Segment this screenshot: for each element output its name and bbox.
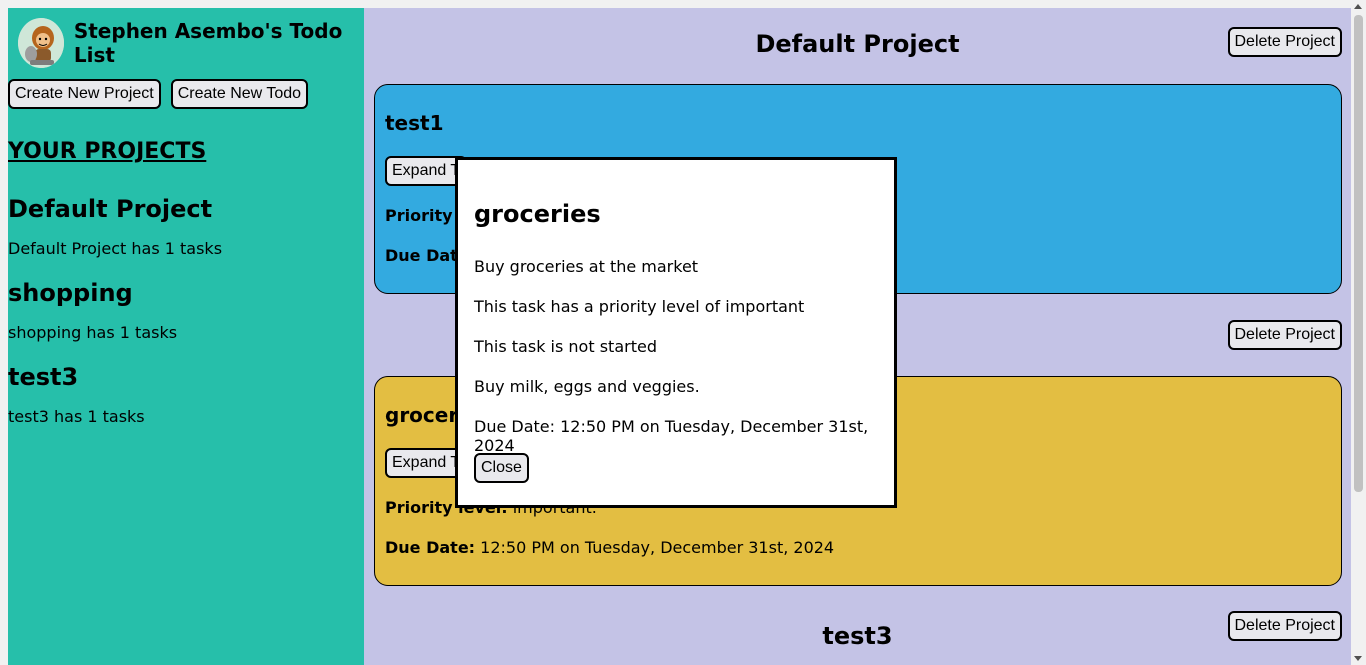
scroll-thumb[interactable] xyxy=(1354,15,1363,492)
project-title: Default Project xyxy=(755,30,960,58)
page-scrollbar[interactable] xyxy=(1351,0,1366,665)
project-list-item[interactable]: test3 test3 has 1 tasks xyxy=(8,359,358,427)
project-list-item[interactable]: shopping shopping has 1 tasks xyxy=(8,275,358,343)
due-date-label: Due Date: xyxy=(385,538,476,557)
todo-due-date: Due Date: 12:50 PM on Tuesday, December … xyxy=(385,538,1331,558)
create-new-todo-button[interactable]: Create New Todo xyxy=(170,79,309,109)
todo-actions: Expand T xyxy=(385,156,1331,186)
todo-title: groceri xyxy=(385,403,466,427)
modal-notes: Buy milk, eggs and veggies. xyxy=(474,377,700,396)
project-header: Delete Project xyxy=(364,294,1351,370)
project-title: test3 xyxy=(822,622,893,650)
projects-heading: YOUR PROJECTS xyxy=(8,139,207,164)
modal-priority: This task has a priority level of import… xyxy=(474,297,805,316)
app-title: Stephen Asembo's Todo List xyxy=(73,19,343,67)
delete-project-button[interactable]: Delete Project xyxy=(1227,611,1342,641)
delete-project-button[interactable]: Delete Project xyxy=(1227,320,1342,350)
modal-description: Buy groceries at the market xyxy=(474,257,699,276)
todo-due-date: Due Date xyxy=(385,246,1331,266)
project-list: Default Project Default Project has 1 ta… xyxy=(8,191,358,443)
caveman-avatar-icon xyxy=(18,18,64,68)
due-date-label: Due Date xyxy=(385,246,469,265)
project-header: test3 Delete Project xyxy=(364,586,1351,665)
project-list-item-summary: Default Project has 1 tasks xyxy=(8,239,223,258)
delete-project-button[interactable]: Delete Project xyxy=(1227,27,1342,57)
project-list-item-summary: shopping has 1 tasks xyxy=(8,323,178,342)
project-header: Default Project Delete Project xyxy=(364,8,1351,78)
create-new-project-button[interactable]: Create New Project xyxy=(8,79,161,109)
modal-title: groceries xyxy=(474,200,601,228)
brand: Stephen Asembo's Todo List xyxy=(18,18,364,68)
modal-due-date: Due Date: 12:50 PM on Tuesday, December … xyxy=(474,417,869,455)
due-date-value: 12:50 PM on Tuesday, December 31st, 2024 xyxy=(480,538,835,557)
todo-priority: Priority l xyxy=(385,206,1331,226)
expand-todo-button[interactable]: Expand T xyxy=(385,156,468,186)
sidebar-actions: Create New Project Create New Todo xyxy=(8,79,309,109)
priority-label: Priority l xyxy=(385,206,464,225)
project-list-item-summary: test3 has 1 tasks xyxy=(8,407,145,426)
close-button[interactable]: Close xyxy=(474,453,529,483)
scroll-down-icon[interactable] xyxy=(1354,656,1362,661)
todo-title: test1 xyxy=(385,111,444,135)
project-list-item[interactable]: Default Project Default Project has 1 ta… xyxy=(8,191,358,259)
project-list-item-name[interactable]: shopping xyxy=(8,279,133,307)
modal-status: This task is not started xyxy=(474,337,657,356)
sidebar: Stephen Asembo's Todo List Create New Pr… xyxy=(8,8,364,665)
scroll-up-icon[interactable] xyxy=(1354,4,1362,9)
project-list-item-name[interactable]: Default Project xyxy=(8,195,213,223)
todo-detail-modal: groceries Buy groceries at the market Th… xyxy=(455,157,897,508)
project-list-item-name[interactable]: test3 xyxy=(8,363,79,391)
